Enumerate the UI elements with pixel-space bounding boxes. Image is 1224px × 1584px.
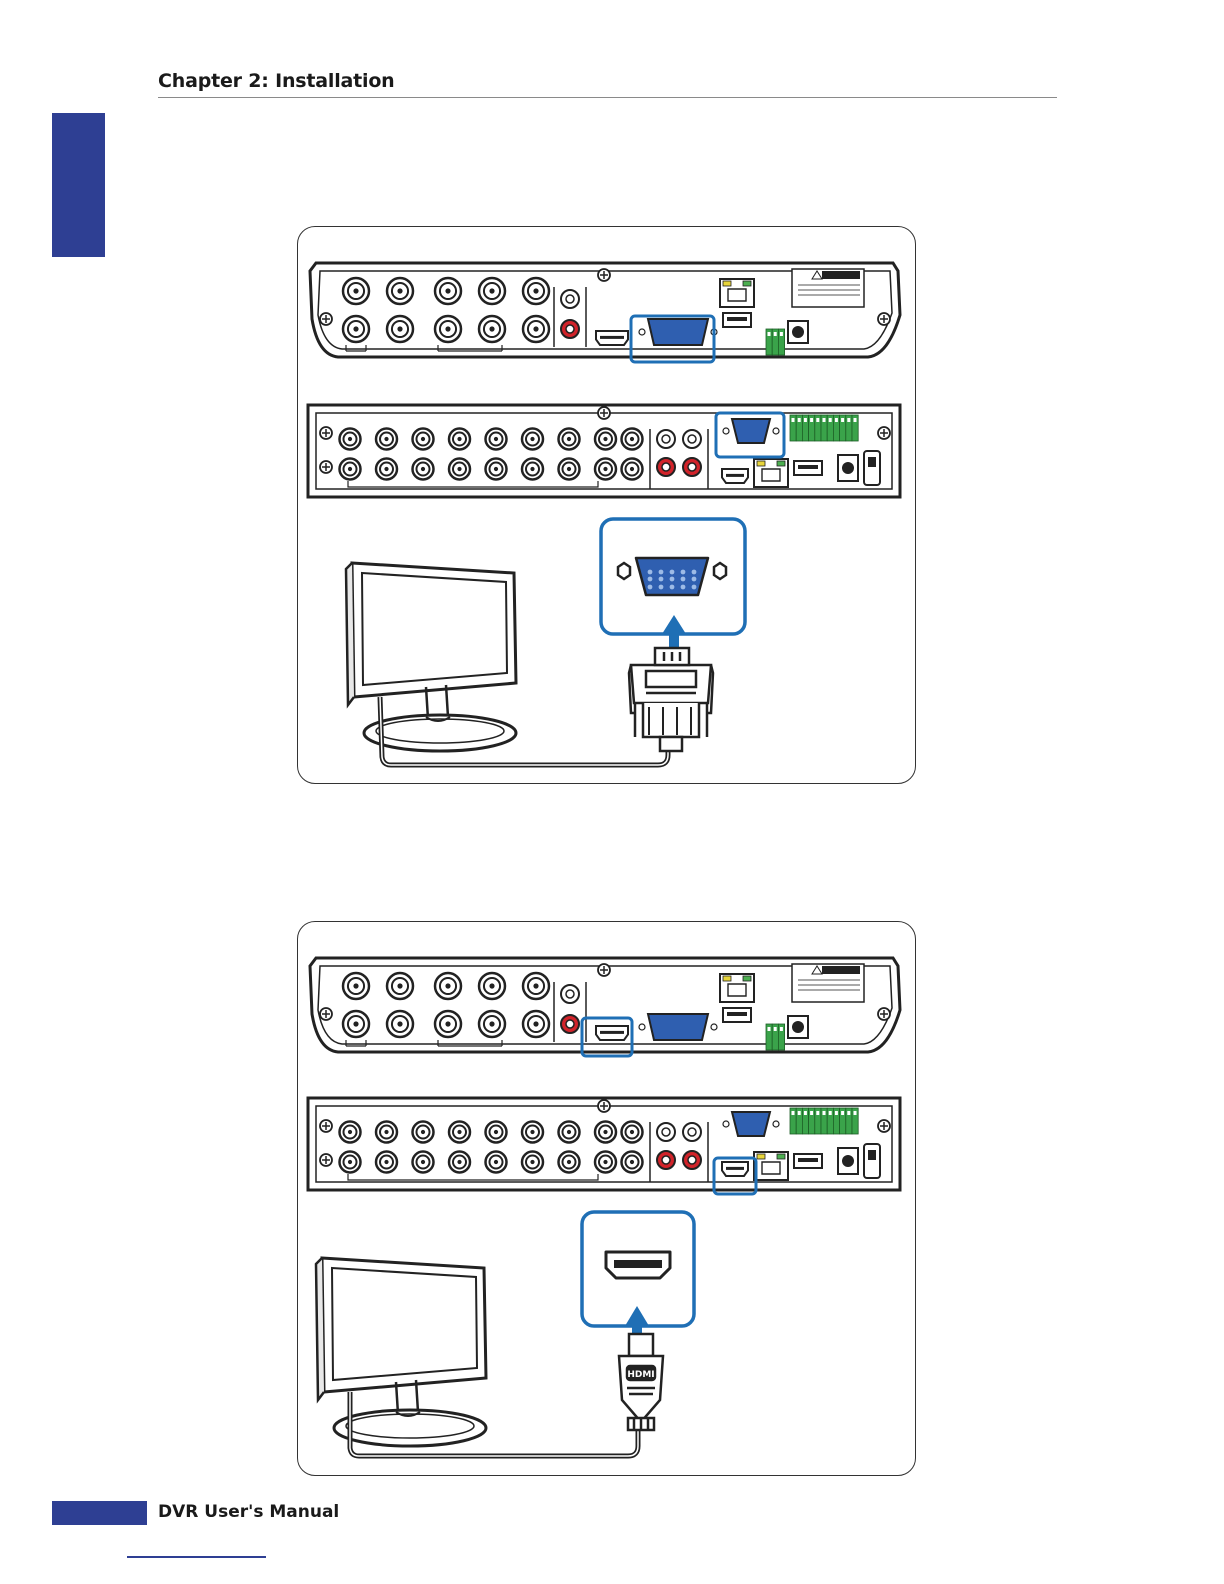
vga-port [648,1014,708,1040]
footer-manual-title: DVR User's Manual [158,1502,339,1522]
vga-port [732,1112,770,1136]
vga-pin [681,577,686,582]
monitor-icon [346,563,516,751]
footer-accent-bar [52,1501,147,1525]
hdmi-connection-figure: HDMI [297,921,916,1476]
vga-pin [648,570,653,575]
vga-pin [648,585,653,590]
vga-port [732,419,770,443]
vga-pin [692,577,697,582]
vga-pin [681,570,686,575]
vga-pin [670,570,675,575]
vga-pin [692,570,697,575]
hdmi-plug-label: HDMI [627,1370,654,1380]
vga-pin [681,585,686,590]
vga-port [648,319,708,345]
power-switch [864,1144,880,1178]
vga-pin [659,585,664,590]
dvr-4ch-rear-panel [310,263,900,357]
hdmi-cable-icon: HDMI [619,1334,663,1430]
header-divider [158,97,1057,98]
vga-cable-icon [629,648,713,751]
chapter-title: Chapter 2: Installation [158,70,395,92]
vga-pin [648,577,653,582]
power-switch [864,451,880,485]
dvr-8ch-rear-panel [308,1098,900,1190]
dvr-4ch-rear-panel [310,958,900,1052]
vga-pin [659,570,664,575]
footer-underline [127,1556,266,1558]
chapter-side-tab [52,113,105,257]
vga-pin [659,577,664,582]
vga-pin [692,585,697,590]
vga-pin [670,577,675,582]
dvr-8ch-rear-panel [308,405,900,497]
vga-pin [670,585,675,590]
vga-connection-figure [297,226,916,784]
monitor-icon [316,1258,486,1446]
